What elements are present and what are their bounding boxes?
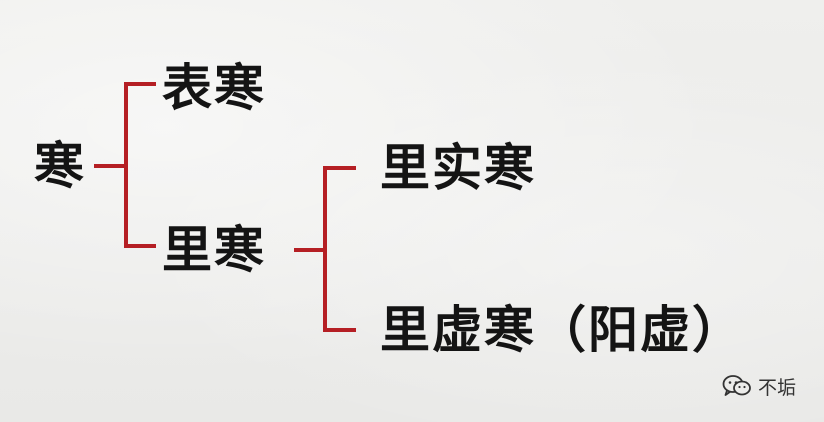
node-li-shi-han: 里实寒 (380, 138, 536, 197)
node-biao-han: 表寒 (162, 58, 266, 117)
connector-level1-bracket (124, 82, 156, 248)
connector-level2-bracket (323, 166, 356, 332)
node-li-han: 里寒 (162, 220, 266, 279)
watermark: 不垢 (722, 372, 796, 400)
watermark-text: 不垢 (758, 376, 797, 399)
wechat-icon (722, 374, 752, 398)
node-root-han: 寒 (34, 136, 86, 195)
node-li-xu-han: 里虚寒（阳虚） (380, 300, 744, 359)
